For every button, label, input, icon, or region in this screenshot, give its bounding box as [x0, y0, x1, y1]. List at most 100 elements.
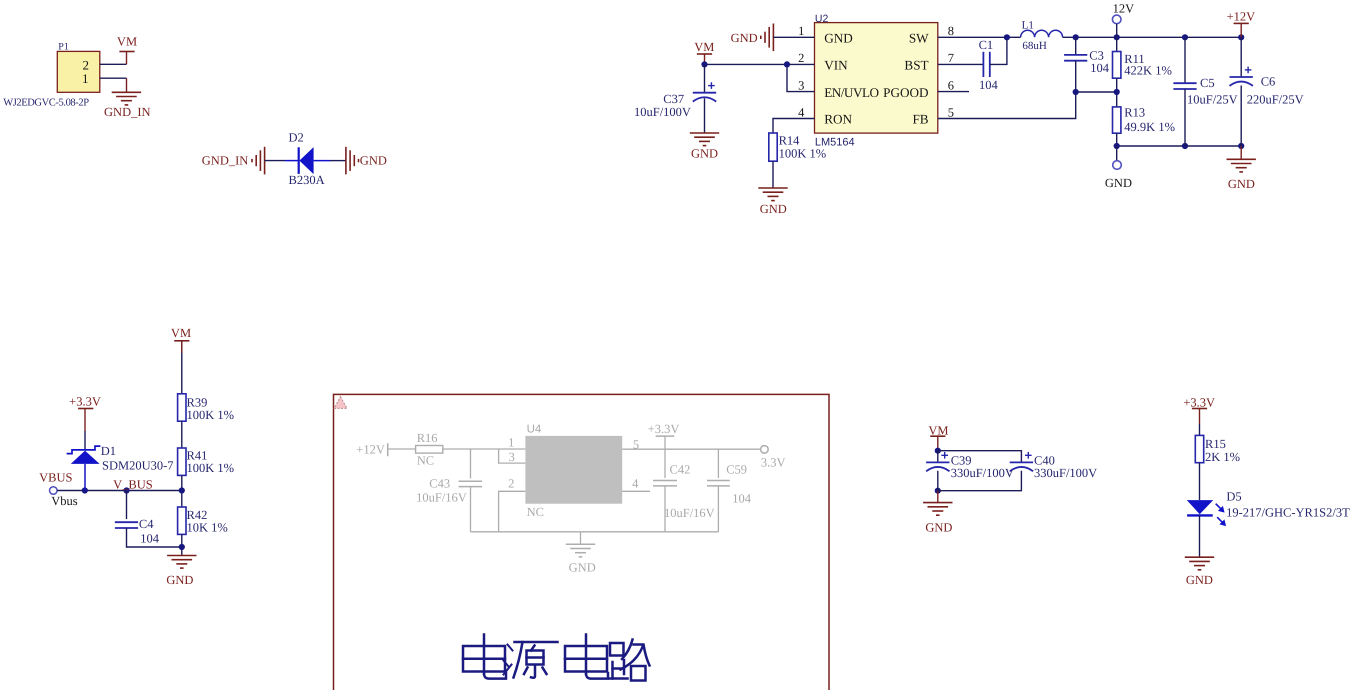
svg-text:C3: C3 — [1089, 49, 1104, 63]
svg-text:104: 104 — [979, 78, 999, 92]
svg-text:4: 4 — [798, 105, 805, 119]
svg-text:3.3V: 3.3V — [761, 455, 786, 469]
svg-text:3: 3 — [798, 78, 804, 92]
svg-text:104: 104 — [732, 491, 752, 505]
svg-text:GND: GND — [1186, 573, 1213, 587]
svg-text:+3.3V: +3.3V — [1183, 396, 1215, 410]
svg-text:19-217/GHC-YR1S2/3T: 19-217/GHC-YR1S2/3T — [1226, 505, 1350, 519]
svg-text:68uH: 68uH — [1022, 40, 1047, 52]
svg-text:C59: C59 — [726, 463, 747, 477]
svg-text:GND: GND — [569, 561, 596, 575]
svg-text:1: 1 — [82, 71, 89, 86]
svg-text:GND: GND — [824, 31, 853, 46]
svg-text:220uF/25V: 220uF/25V — [1247, 92, 1304, 106]
svg-text:L1: L1 — [1022, 19, 1034, 31]
svg-text:330uF/100V: 330uF/100V — [1034, 466, 1097, 480]
svg-text:C5: C5 — [1200, 76, 1215, 90]
svg-text:100K 1%: 100K 1% — [779, 147, 827, 161]
svg-text:GND: GND — [731, 31, 758, 45]
svg-text:R16: R16 — [417, 431, 438, 445]
svg-text:U2: U2 — [815, 13, 829, 25]
svg-text:5: 5 — [633, 437, 639, 451]
svg-text:2: 2 — [508, 477, 514, 491]
svg-text:PGOOD: PGOOD — [883, 85, 928, 100]
svg-text:GND: GND — [1228, 177, 1255, 191]
svg-text:7: 7 — [948, 51, 954, 65]
svg-text:C40: C40 — [1034, 454, 1055, 468]
svg-text:GND: GND — [691, 147, 718, 161]
svg-text:VM: VM — [171, 326, 191, 340]
svg-text:C4: C4 — [139, 517, 154, 531]
svg-text:D5: D5 — [1226, 489, 1241, 503]
svg-text:R42: R42 — [187, 508, 208, 522]
svg-text:SDM20U30-7: SDM20U30-7 — [102, 458, 174, 472]
svg-text:GND: GND — [760, 202, 787, 216]
svg-text:VM: VM — [928, 424, 948, 438]
svg-text:10uF/16V: 10uF/16V — [416, 490, 467, 504]
svg-text:5: 5 — [948, 105, 954, 119]
svg-text:RON: RON — [824, 112, 852, 127]
svg-text:P1: P1 — [58, 42, 69, 53]
svg-text:R13: R13 — [1124, 105, 1145, 119]
svg-text:2: 2 — [798, 51, 804, 65]
svg-text:330uF/100V: 330uF/100V — [951, 466, 1014, 480]
svg-text:2: 2 — [83, 57, 90, 72]
svg-text:3: 3 — [509, 450, 515, 464]
svg-text:U4: U4 — [527, 423, 542, 435]
svg-text:+3.3V: +3.3V — [648, 422, 680, 436]
svg-text:NC: NC — [527, 505, 544, 519]
svg-text:422K 1%: 422K 1% — [1124, 64, 1172, 78]
svg-text:6: 6 — [948, 78, 954, 92]
svg-text:+12V: +12V — [356, 443, 385, 457]
svg-text:4: 4 — [632, 477, 639, 491]
svg-text:10uF/100V: 10uF/100V — [634, 105, 691, 119]
svg-text:104: 104 — [1090, 61, 1110, 75]
svg-text:BST: BST — [904, 58, 928, 73]
svg-text:LM5164: LM5164 — [815, 137, 855, 149]
svg-text:GND: GND — [925, 520, 952, 534]
svg-text:+12V: +12V — [1227, 10, 1256, 24]
svg-text:C1: C1 — [979, 38, 994, 52]
svg-text:1: 1 — [508, 435, 514, 449]
svg-text:GND_IN: GND_IN — [202, 154, 249, 168]
svg-text:C37: C37 — [663, 92, 684, 106]
svg-text:D1: D1 — [101, 444, 116, 458]
svg-text:C43: C43 — [429, 477, 450, 491]
svg-text:100K 1%: 100K 1% — [187, 461, 235, 475]
svg-text:VM: VM — [694, 40, 714, 54]
svg-text:10K 1%: 10K 1% — [187, 521, 228, 535]
svg-text:R41: R41 — [187, 448, 208, 462]
svg-text:GND: GND — [360, 154, 387, 168]
svg-text:NC: NC — [417, 454, 434, 468]
svg-text:C39: C39 — [951, 454, 972, 468]
svg-text:10uF/25V: 10uF/25V — [1187, 92, 1238, 106]
svg-text:104: 104 — [140, 531, 160, 545]
svg-text:SW: SW — [909, 31, 929, 46]
svg-text:49.9K 1%: 49.9K 1% — [1124, 120, 1175, 134]
svg-text:100K 1%: 100K 1% — [187, 408, 235, 422]
svg-text:VBUS: VBUS — [39, 470, 72, 484]
svg-text:GND: GND — [166, 573, 193, 587]
svg-text:Vbus: Vbus — [51, 494, 78, 508]
svg-text:EN/UVLO: EN/UVLO — [824, 85, 878, 100]
svg-text:10uF/16V: 10uF/16V — [664, 506, 715, 520]
svg-text:R39: R39 — [187, 395, 208, 409]
svg-text:R11: R11 — [1124, 52, 1144, 66]
svg-text:1: 1 — [798, 24, 804, 38]
svg-text:8: 8 — [948, 24, 954, 38]
svg-text:WJ2EDGVC-5.08-2P: WJ2EDGVC-5.08-2P — [3, 98, 89, 109]
svg-text:D2: D2 — [289, 131, 304, 145]
svg-text:2K 1%: 2K 1% — [1205, 450, 1240, 464]
svg-text:GND_IN: GND_IN — [104, 105, 151, 119]
svg-text:12V: 12V — [1113, 2, 1135, 16]
svg-text:GND: GND — [1105, 176, 1132, 190]
svg-text:+3.3V: +3.3V — [69, 395, 101, 409]
svg-text:VM: VM — [117, 35, 137, 49]
svg-text:V_BUS: V_BUS — [113, 478, 153, 492]
svg-text:R15: R15 — [1205, 437, 1226, 451]
svg-text:C42: C42 — [670, 463, 691, 477]
svg-text:VIN: VIN — [824, 58, 848, 73]
svg-text:C6: C6 — [1261, 74, 1276, 88]
svg-text:R14: R14 — [779, 133, 801, 147]
svg-text:FB: FB — [912, 112, 928, 127]
